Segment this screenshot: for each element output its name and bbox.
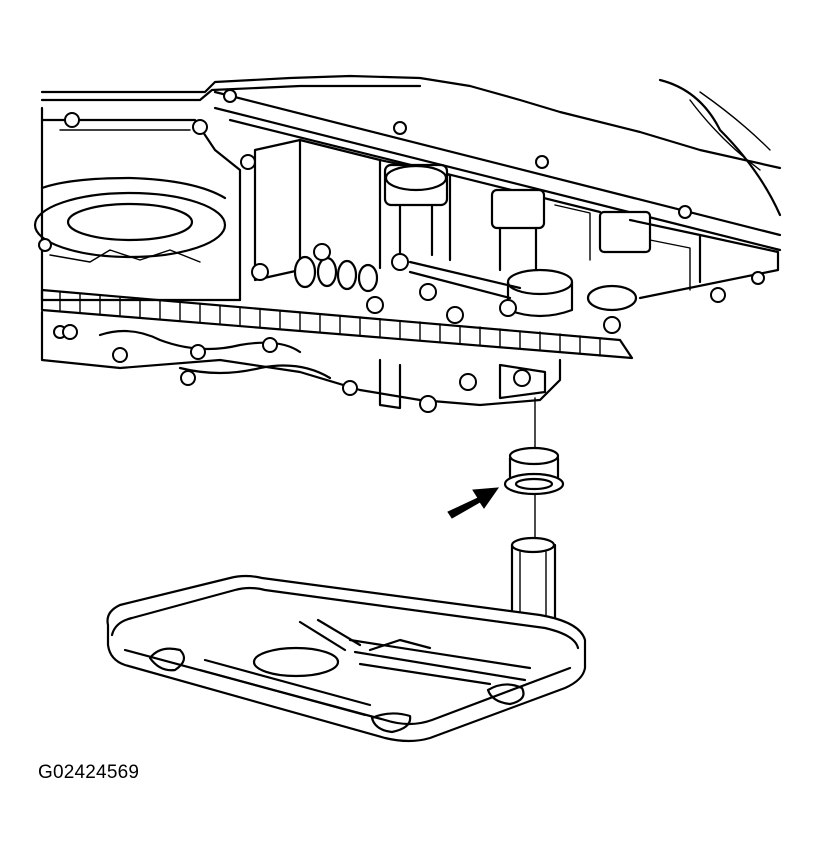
filter-seal [503,446,565,496]
arrow-pointer [447,487,500,519]
valve-body-assembly [33,74,782,413]
figure-code: G02424569 [38,762,140,783]
transmission-fluid-filter [106,536,587,743]
